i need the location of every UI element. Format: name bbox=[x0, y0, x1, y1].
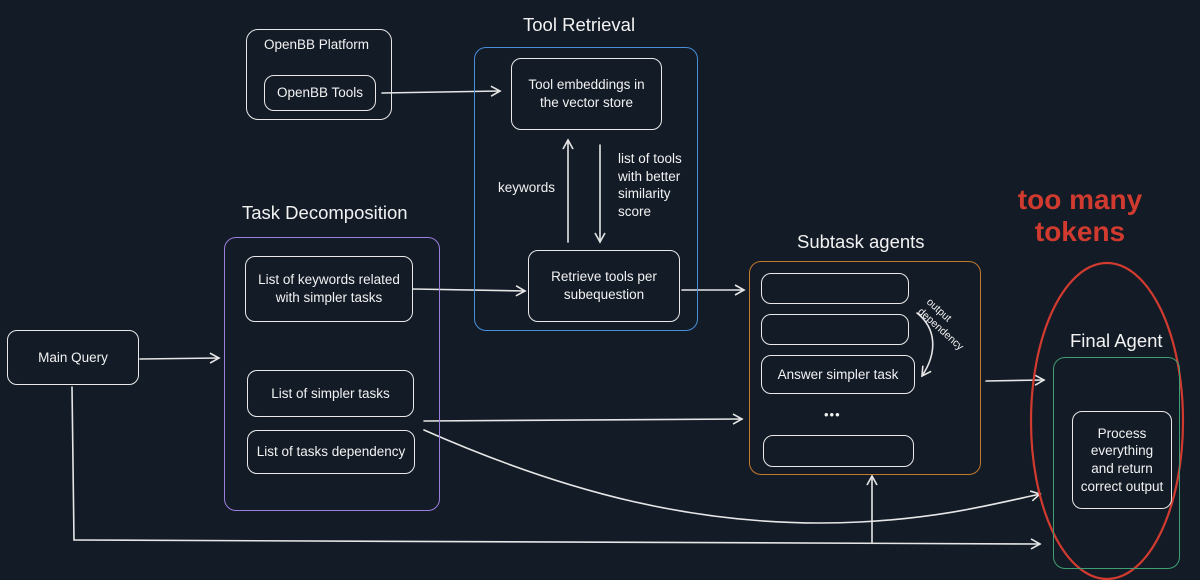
subtask-slot-last[interactable] bbox=[763, 435, 914, 467]
main-query-node[interactable]: Main Query bbox=[7, 330, 139, 385]
arrow-bottom-to-final bbox=[73, 538, 1042, 550]
openbb-platform-box bbox=[246, 29, 392, 120]
tool-retrieval-title: Tool Retrieval bbox=[523, 14, 636, 35]
subtask-slot-2[interactable] bbox=[761, 314, 909, 345]
retrieve-tools-node[interactable]: Retrieve tools per subequestion bbox=[528, 250, 680, 322]
tool-list-label: list of tools with better similarity sco… bbox=[618, 151, 682, 219]
arrow-keywords-to-retrieve bbox=[412, 285, 527, 297]
final-agent-title: Final Agent bbox=[1070, 330, 1163, 351]
subtask-slot-1[interactable] bbox=[761, 273, 909, 304]
too-many-tokens-ellipse bbox=[1029, 261, 1185, 580]
openbb-platform-title: OpenBB Platform bbox=[264, 37, 370, 52]
arrow-tools-to-embeddings bbox=[381, 85, 502, 97]
subtask-agents-box bbox=[749, 261, 981, 475]
openbb-tools-node[interactable]: OpenBB Tools bbox=[264, 75, 376, 111]
answer-simpler-task-node[interactable]: Answer simpler task bbox=[761, 355, 915, 394]
keywords-label: keywords bbox=[498, 180, 556, 195]
final-agent-box bbox=[1053, 357, 1180, 569]
tool-embeddings-node[interactable]: Tool embeddings in the vector store bbox=[511, 58, 662, 130]
tasks-dependency-node[interactable]: List of tasks dependency bbox=[247, 430, 415, 474]
task-decomposition-box bbox=[224, 237, 440, 511]
tool-retrieval-box bbox=[474, 47, 698, 331]
simpler-tasks-node[interactable]: List of simpler tasks bbox=[247, 370, 414, 417]
subtask-agents-title: Subtask agents bbox=[797, 231, 925, 252]
output-dependency-curve bbox=[916, 312, 934, 378]
subtask-ellipsis: ••• bbox=[824, 407, 841, 422]
process-everything-node[interactable]: Process everything and return correct ou… bbox=[1072, 411, 1172, 509]
keywords-list-node[interactable]: List of keywords related with simpler ta… bbox=[245, 256, 413, 322]
too-many-tokens-annotation: too many tokens bbox=[1017, 184, 1143, 248]
arrow-subtasks-to-final bbox=[985, 374, 1046, 386]
arrow-tasks-to-subtasks bbox=[423, 413, 744, 425]
line-mainquery-down bbox=[71, 386, 75, 541]
arrow-mainquery-to-decomposition bbox=[139, 352, 221, 364]
task-decomposition-title: Task Decomposition bbox=[242, 202, 408, 223]
arrow-dependency-curve bbox=[423, 429, 1042, 524]
